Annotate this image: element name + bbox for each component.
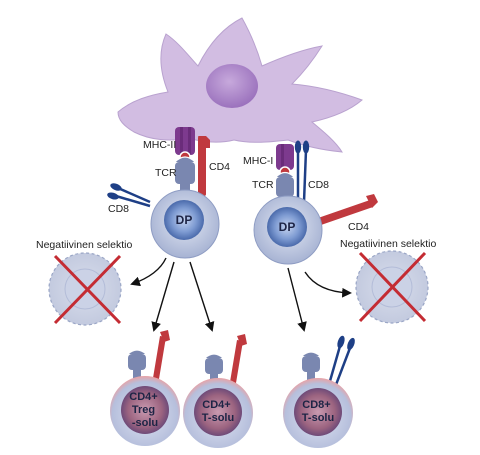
antigen-presenting-cell: [117, 17, 363, 153]
mhc2-label: MHC-II: [143, 139, 176, 151]
arrows: [130, 257, 352, 332]
cd8t-label-line2: T-solu: [302, 412, 334, 424]
treg-label-line1: CD4+: [129, 391, 157, 403]
cd8-left-label: CD8: [108, 203, 129, 215]
cd8t-label-line1: CD8+: [302, 399, 330, 411]
cd4-t-cell: CD4+ T-solu: [183, 334, 253, 448]
arrow-to-treg: [151, 261, 175, 332]
cd4t-label: CD4+ T-solu: [202, 399, 234, 424]
negative-selection-right: Negatiivinen selektio: [340, 238, 436, 324]
cd4-right-label: CD4: [348, 221, 369, 233]
cross-icon-left: [53, 254, 122, 325]
tcr-right: [276, 177, 294, 197]
cd8-right-label: CD8: [308, 179, 329, 191]
mhc2-molecule: [175, 127, 195, 155]
mhc1-molecule: [276, 144, 294, 170]
tcr-left-label: TCR: [155, 167, 177, 179]
arrow-to-cd8t: [287, 267, 307, 332]
apc-nucleus: [206, 64, 258, 108]
arrow-to-cd4t: [189, 261, 215, 332]
right-synapse: [275, 140, 378, 225]
mhc1-label: MHC-I: [243, 155, 273, 167]
dp-cell-left: DP: [150, 189, 220, 259]
cd8-left: [107, 183, 151, 208]
cd4-left: [198, 136, 210, 196]
cross-icon-right: [358, 251, 427, 323]
cd8-right: [294, 140, 310, 203]
arrow-to-negative-right: [304, 271, 352, 298]
dp-label-left: DP: [176, 213, 193, 227]
negative-selection-label-right: Negatiivinen selektio: [340, 238, 436, 250]
tcr-right-label: TCR: [252, 179, 274, 191]
cd4-right: [318, 194, 378, 225]
tcr-left: [175, 162, 195, 184]
cd4t-label-line2: T-solu: [202, 412, 234, 424]
treg-label: CD4+ Treg -solu: [129, 391, 161, 429]
treg-cell: CD4+ Treg -solu: [110, 330, 180, 446]
cd4t-label-line1: CD4+: [202, 399, 230, 411]
cd4-left-label: CD4: [209, 161, 230, 173]
treg-label-line3: -solu: [132, 417, 158, 429]
treg-label-line2: Treg: [132, 404, 155, 416]
cd8t-label: CD8+ T-solu: [302, 399, 334, 424]
arrow-to-negative-left: [130, 257, 167, 287]
negative-selection-left: Negatiivinen selektio: [36, 239, 132, 326]
dp-cell-right: DP: [253, 195, 323, 265]
dp-label-right: DP: [279, 220, 296, 234]
cd8-t-cell: CD8+ T-solu: [283, 335, 355, 448]
negative-selection-label-left: Negatiivinen selektio: [36, 239, 132, 251]
